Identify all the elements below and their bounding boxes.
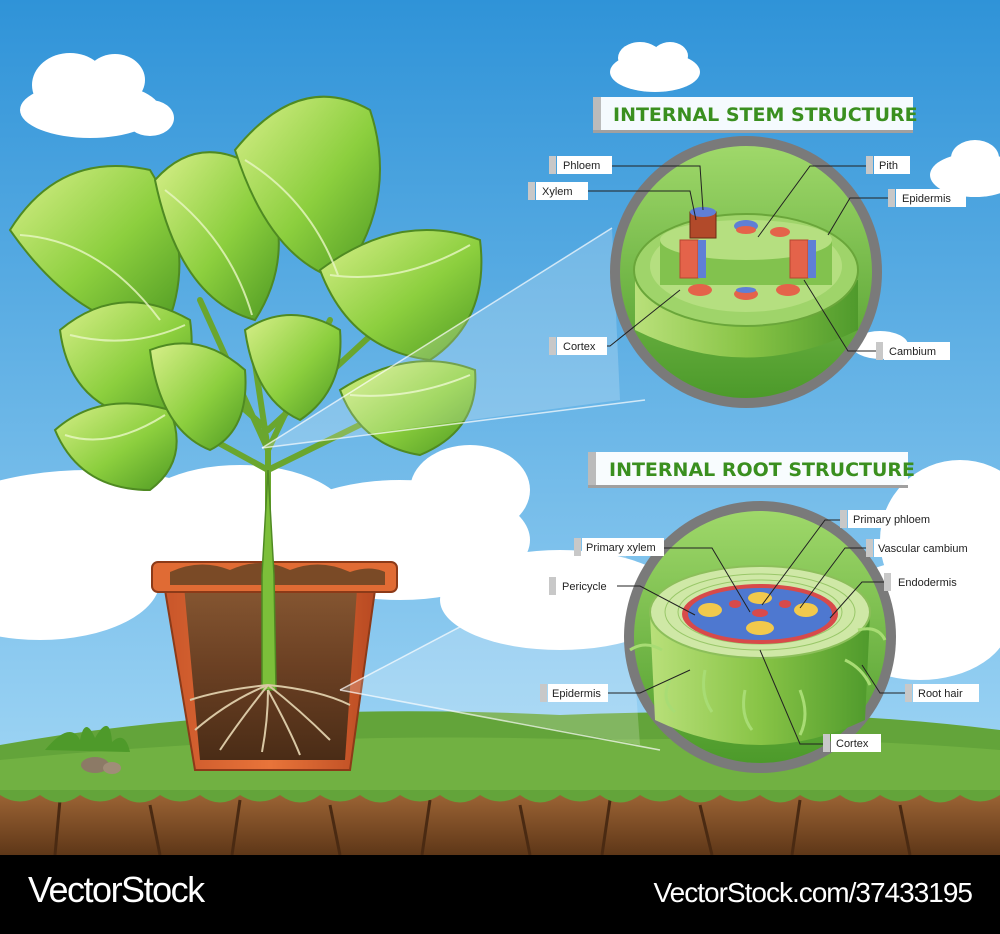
root-label-primary-xylem: Primary xylem <box>574 538 664 556</box>
root-label-root-hair: Root hair <box>905 684 979 702</box>
stem-zoom-connector <box>261 227 646 449</box>
svg-text:Phloem: Phloem <box>563 160 600 172</box>
stem-label-pith: Pith <box>866 156 910 174</box>
cloud-top-left <box>20 53 174 138</box>
svg-text:Epidermis: Epidermis <box>902 193 951 205</box>
leaf <box>153 151 280 322</box>
svg-text:Xylem: Xylem <box>542 186 573 198</box>
leaf <box>148 342 247 452</box>
stem-label-cambium: Cambium <box>876 342 950 360</box>
stem-lens <box>610 136 882 408</box>
cloud-top-right <box>610 42 700 92</box>
grass-edge <box>0 790 1000 803</box>
cloud-right <box>930 140 1000 197</box>
root-label-pericycle: Pericycle <box>549 577 617 595</box>
stem-and-roots <box>189 469 351 756</box>
svg-text:Cortex: Cortex <box>836 738 869 750</box>
root-label-epidermis: Epidermis <box>540 684 608 702</box>
root-lens <box>624 501 896 773</box>
leaf <box>8 165 181 332</box>
root-label-endodermis: Endodermis <box>884 573 972 591</box>
svg-text:Primary phloem: Primary phloem <box>853 514 930 526</box>
leaf <box>233 95 381 282</box>
brand-wordmark: VectorStock <box>28 869 205 910</box>
svg-text:Cortex: Cortex <box>563 341 596 353</box>
stock-id: VectorStock.com/37433195 <box>653 877 973 908</box>
svg-text:Endodermis: Endodermis <box>898 577 957 589</box>
root-vascular <box>698 592 818 635</box>
stem-label-cortex: Cortex <box>549 337 607 355</box>
svg-text:Cambium: Cambium <box>889 346 936 358</box>
plant-structure-diagram: INTERNAL STEM STRUCTURE INTERNAL ROOT ST… <box>0 0 1000 855</box>
cliff-soil <box>0 795 1000 855</box>
svg-text:Vascular cambium: Vascular cambium <box>878 543 968 555</box>
root-leader-lines <box>600 519 905 745</box>
leaf <box>318 229 483 362</box>
root-label-vascular-cambium: Vascular cambium <box>866 539 982 557</box>
cloud-horizon-left <box>0 445 680 650</box>
stem-label-xylem: Xylem <box>528 182 588 200</box>
svg-text:Root hair: Root hair <box>918 688 963 700</box>
root-label-primary-phloem: Primary phloem <box>840 510 945 528</box>
svg-text:Epidermis: Epidermis <box>552 688 601 700</box>
stem-label-phloem: Phloem <box>549 156 612 174</box>
svg-text:Pith: Pith <box>879 160 898 172</box>
root-hairs <box>629 627 887 736</box>
stem-label-epidermis: Epidermis <box>888 189 966 207</box>
svg-text:Primary xylem: Primary xylem <box>586 542 656 554</box>
stem-leader-lines <box>577 165 888 352</box>
root-heading-text: INTERNAL ROOT STRUCTURE <box>609 459 915 481</box>
stem-vascular-bundles <box>679 220 816 300</box>
stem-heading-text: INTERNAL STEM STRUCTURE <box>613 104 918 126</box>
stem-xylem-phloem-block <box>689 207 717 239</box>
cliff-cracks <box>53 799 912 855</box>
grass-tuft <box>45 725 130 774</box>
stem-labels: Phloem Xylem Pith Epidermis Cortex Cambi… <box>528 156 966 360</box>
root-labels: Primary phloem Primary xylem Vascular ca… <box>540 510 982 752</box>
stem-heading: INTERNAL STEM STRUCTURE <box>593 97 918 133</box>
svg-text:Pericycle: Pericycle <box>562 581 607 593</box>
root-label-cortex: Cortex <box>823 734 881 752</box>
plant-foliage <box>8 95 483 578</box>
watermark-footer: VectorStock VectorStock.com/37433195 <box>0 855 1000 934</box>
root-heading: INTERNAL ROOT STRUCTURE <box>588 452 915 488</box>
leaf <box>243 314 342 422</box>
